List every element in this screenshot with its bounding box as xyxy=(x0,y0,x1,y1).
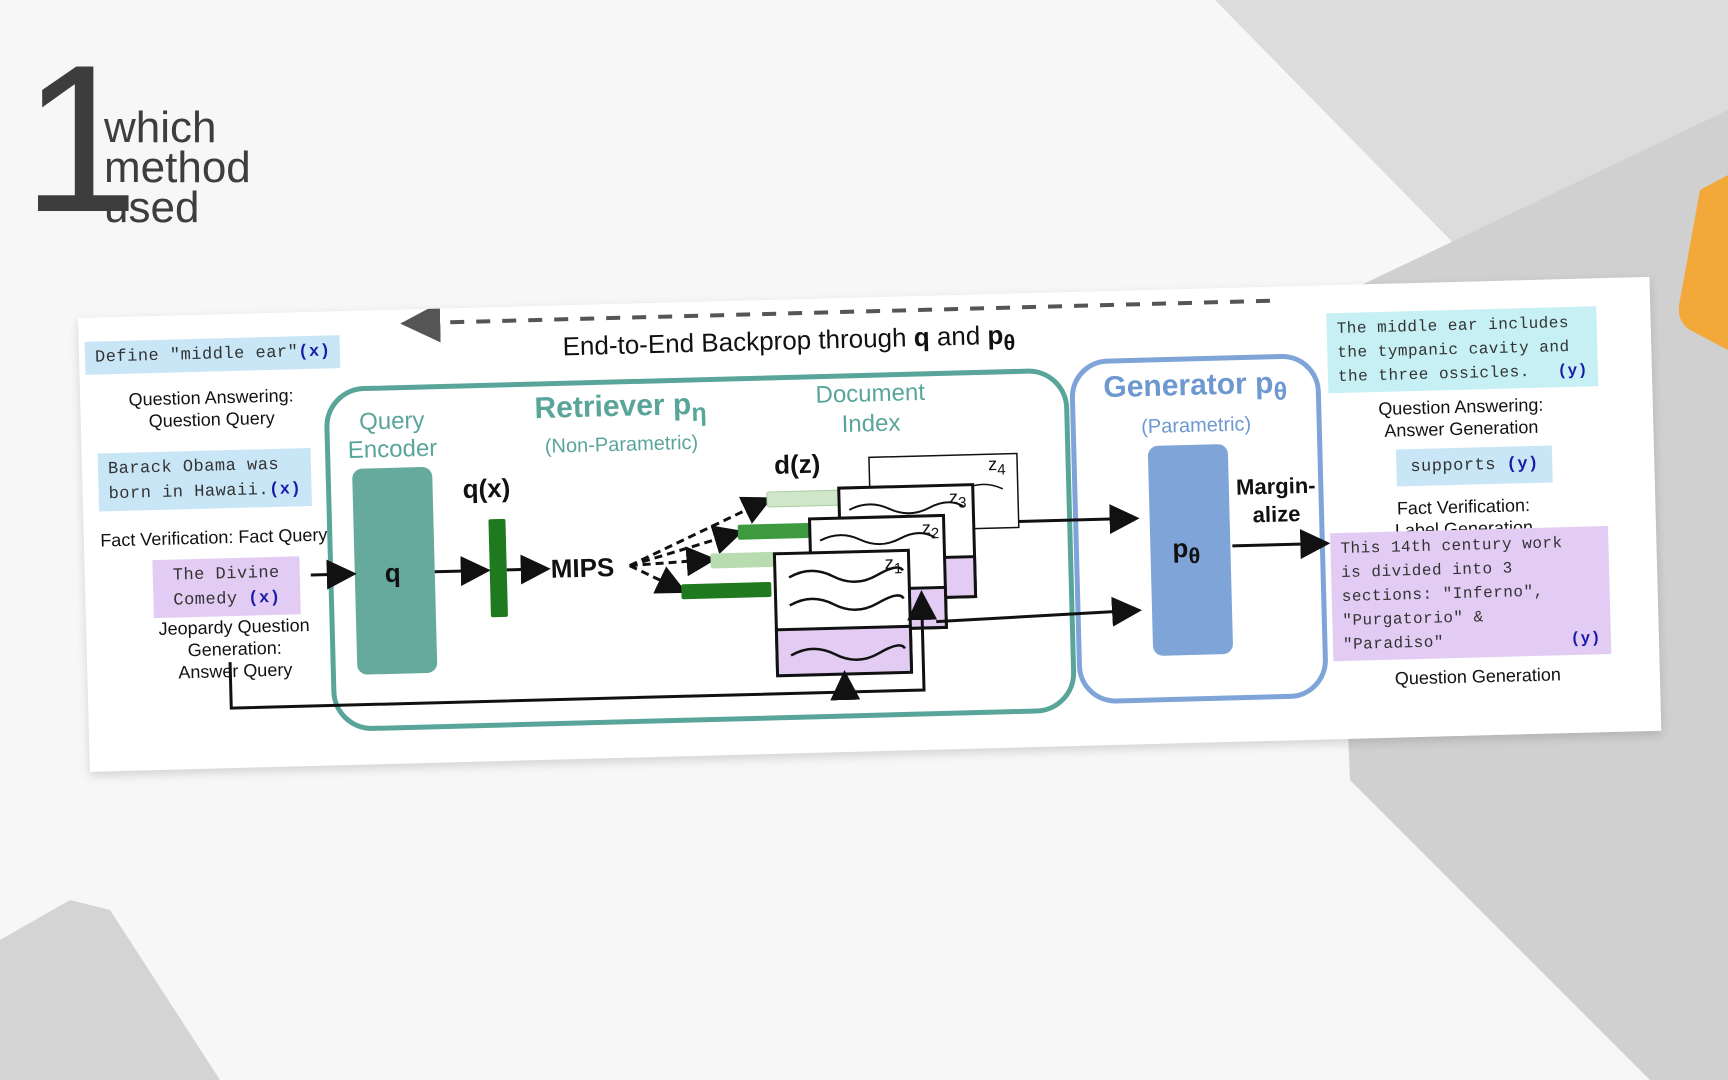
bg-shape-top-right xyxy=(1215,0,1728,260)
mips-arrow xyxy=(629,564,687,594)
output-tag: (y) xyxy=(1506,454,1540,475)
output-text: supports xyxy=(1410,455,1497,478)
output-text: the three ossicles. xyxy=(1337,363,1531,387)
label-line: Margin- xyxy=(1235,472,1316,500)
arrow-vector-to-mips xyxy=(506,554,551,585)
z3-text: z xyxy=(948,487,959,508)
input-box-fact: Barack Obama was born in Hawaii.(x) xyxy=(97,447,312,512)
retriever-title-sub: η xyxy=(691,398,708,427)
output-box-fact: supports (y) xyxy=(1395,445,1554,487)
bg-shape-bottom-left xyxy=(0,900,220,1080)
slide-caption: which method used xyxy=(104,103,324,232)
label-line: alize xyxy=(1252,501,1301,528)
z4-label: z4 xyxy=(988,454,1006,479)
z2-label: z2 xyxy=(922,518,940,543)
mips-label: MIPS xyxy=(550,552,615,584)
generator-title-text: Generator p xyxy=(1102,366,1274,405)
output-text: "Paradiso" xyxy=(1342,633,1445,654)
input-text: born in Hawaii. xyxy=(108,481,270,505)
task-line: Jeopardy Question xyxy=(158,615,310,639)
doc-vector-1 xyxy=(681,581,772,600)
retriever-box xyxy=(324,368,1077,731)
qx-label: q(x) xyxy=(462,472,511,504)
z4-sub: 4 xyxy=(997,461,1006,479)
doc-vector-2 xyxy=(710,551,783,569)
input-tag: (x) xyxy=(268,480,302,501)
bg-accent-orange xyxy=(1678,175,1728,350)
output-task-qa: Question Answering: Answer Generation xyxy=(1341,393,1582,443)
doc-vector-4 xyxy=(766,489,840,508)
z2-sub: 2 xyxy=(930,525,940,543)
slide-number: 1 xyxy=(22,21,139,256)
generator-p-label: pθ xyxy=(1172,533,1201,570)
arrow-encoder-to-vector xyxy=(434,556,491,587)
backprop-p-sub: θ xyxy=(1003,329,1016,355)
output-tag: (y) xyxy=(1557,361,1589,381)
input-text: Define "middle ear" xyxy=(94,343,299,368)
input-box-jeopardy: The Divine Comedy (x) xyxy=(152,556,301,619)
p-text: p xyxy=(1172,533,1189,564)
input-box-qa: Define "middle ear"(x) xyxy=(84,335,341,375)
p-sub: θ xyxy=(1188,542,1201,569)
input-task-qa: Question Answering: Question Query xyxy=(86,383,337,434)
generator-title-sub: θ xyxy=(1273,377,1288,406)
mips-arrow xyxy=(629,546,717,577)
label-line: Index xyxy=(841,409,901,439)
backprop-dashed-arrow xyxy=(400,298,1271,343)
input-task-jeopardy: Jeopardy Question Generation: Answer Que… xyxy=(144,614,326,685)
input-text: Comedy xyxy=(173,589,238,611)
input-tag: (x) xyxy=(298,342,331,363)
caption-line: which xyxy=(104,103,217,152)
z1-sub: 1 xyxy=(893,560,903,578)
dz-label: d(z) xyxy=(773,448,821,480)
retriever-title-text: Retriever p xyxy=(534,387,692,426)
document-index-label: Document Index xyxy=(800,377,942,441)
label-line: Document xyxy=(815,378,926,409)
query-encoder-block xyxy=(352,467,438,675)
input-text: The Divine xyxy=(172,563,281,586)
generator-title: Generator pθ xyxy=(1080,366,1311,412)
z1-text: z xyxy=(884,552,894,573)
output-tag: (y) xyxy=(1570,629,1602,649)
label-line: Encoder xyxy=(347,434,438,464)
caption-line: used xyxy=(104,183,200,232)
marginalize-label: Margin- alize xyxy=(1230,472,1321,530)
mips-arrow xyxy=(629,525,744,568)
label-line: Query xyxy=(358,406,425,436)
z1-label: z1 xyxy=(884,553,902,578)
generator-block xyxy=(1147,444,1233,656)
arrow-generator-to-output xyxy=(1232,529,1331,560)
output-box-qa: The middle ear includes the tympanic cav… xyxy=(1326,306,1599,394)
retriever-title: Retriever pη xyxy=(520,387,721,432)
caption-line: method xyxy=(104,143,251,192)
backprop-and: and xyxy=(936,320,981,352)
doc-vector-3 xyxy=(737,522,810,540)
backprop-p: p xyxy=(987,319,1004,351)
query-vector xyxy=(488,518,508,618)
generator-box xyxy=(1069,353,1328,704)
z2-text: z xyxy=(921,517,932,538)
z3-sub: 3 xyxy=(957,494,967,512)
arrow-docs-to-generator xyxy=(1018,504,1140,535)
input-tag: (x) xyxy=(248,588,281,609)
output-box-jeopardy: This 14th century work is divided into 3… xyxy=(1330,526,1612,662)
arrow-input-loop xyxy=(228,590,938,710)
arrow-input-to-encoder xyxy=(310,559,357,590)
query-encoder-label: Query Encoder xyxy=(336,406,447,465)
backprop-q: q xyxy=(913,321,931,353)
task-line: Answer Query xyxy=(178,659,293,683)
figure-graphics xyxy=(228,298,1331,731)
q-label: q xyxy=(384,557,402,589)
rag-architecture-figure: End-to-End Backprop through q and pθ Def… xyxy=(78,276,1662,772)
z3-label: z3 xyxy=(949,487,967,512)
arrow-docs-to-generator-2 xyxy=(936,596,1143,627)
z4-text: z xyxy=(987,453,998,475)
